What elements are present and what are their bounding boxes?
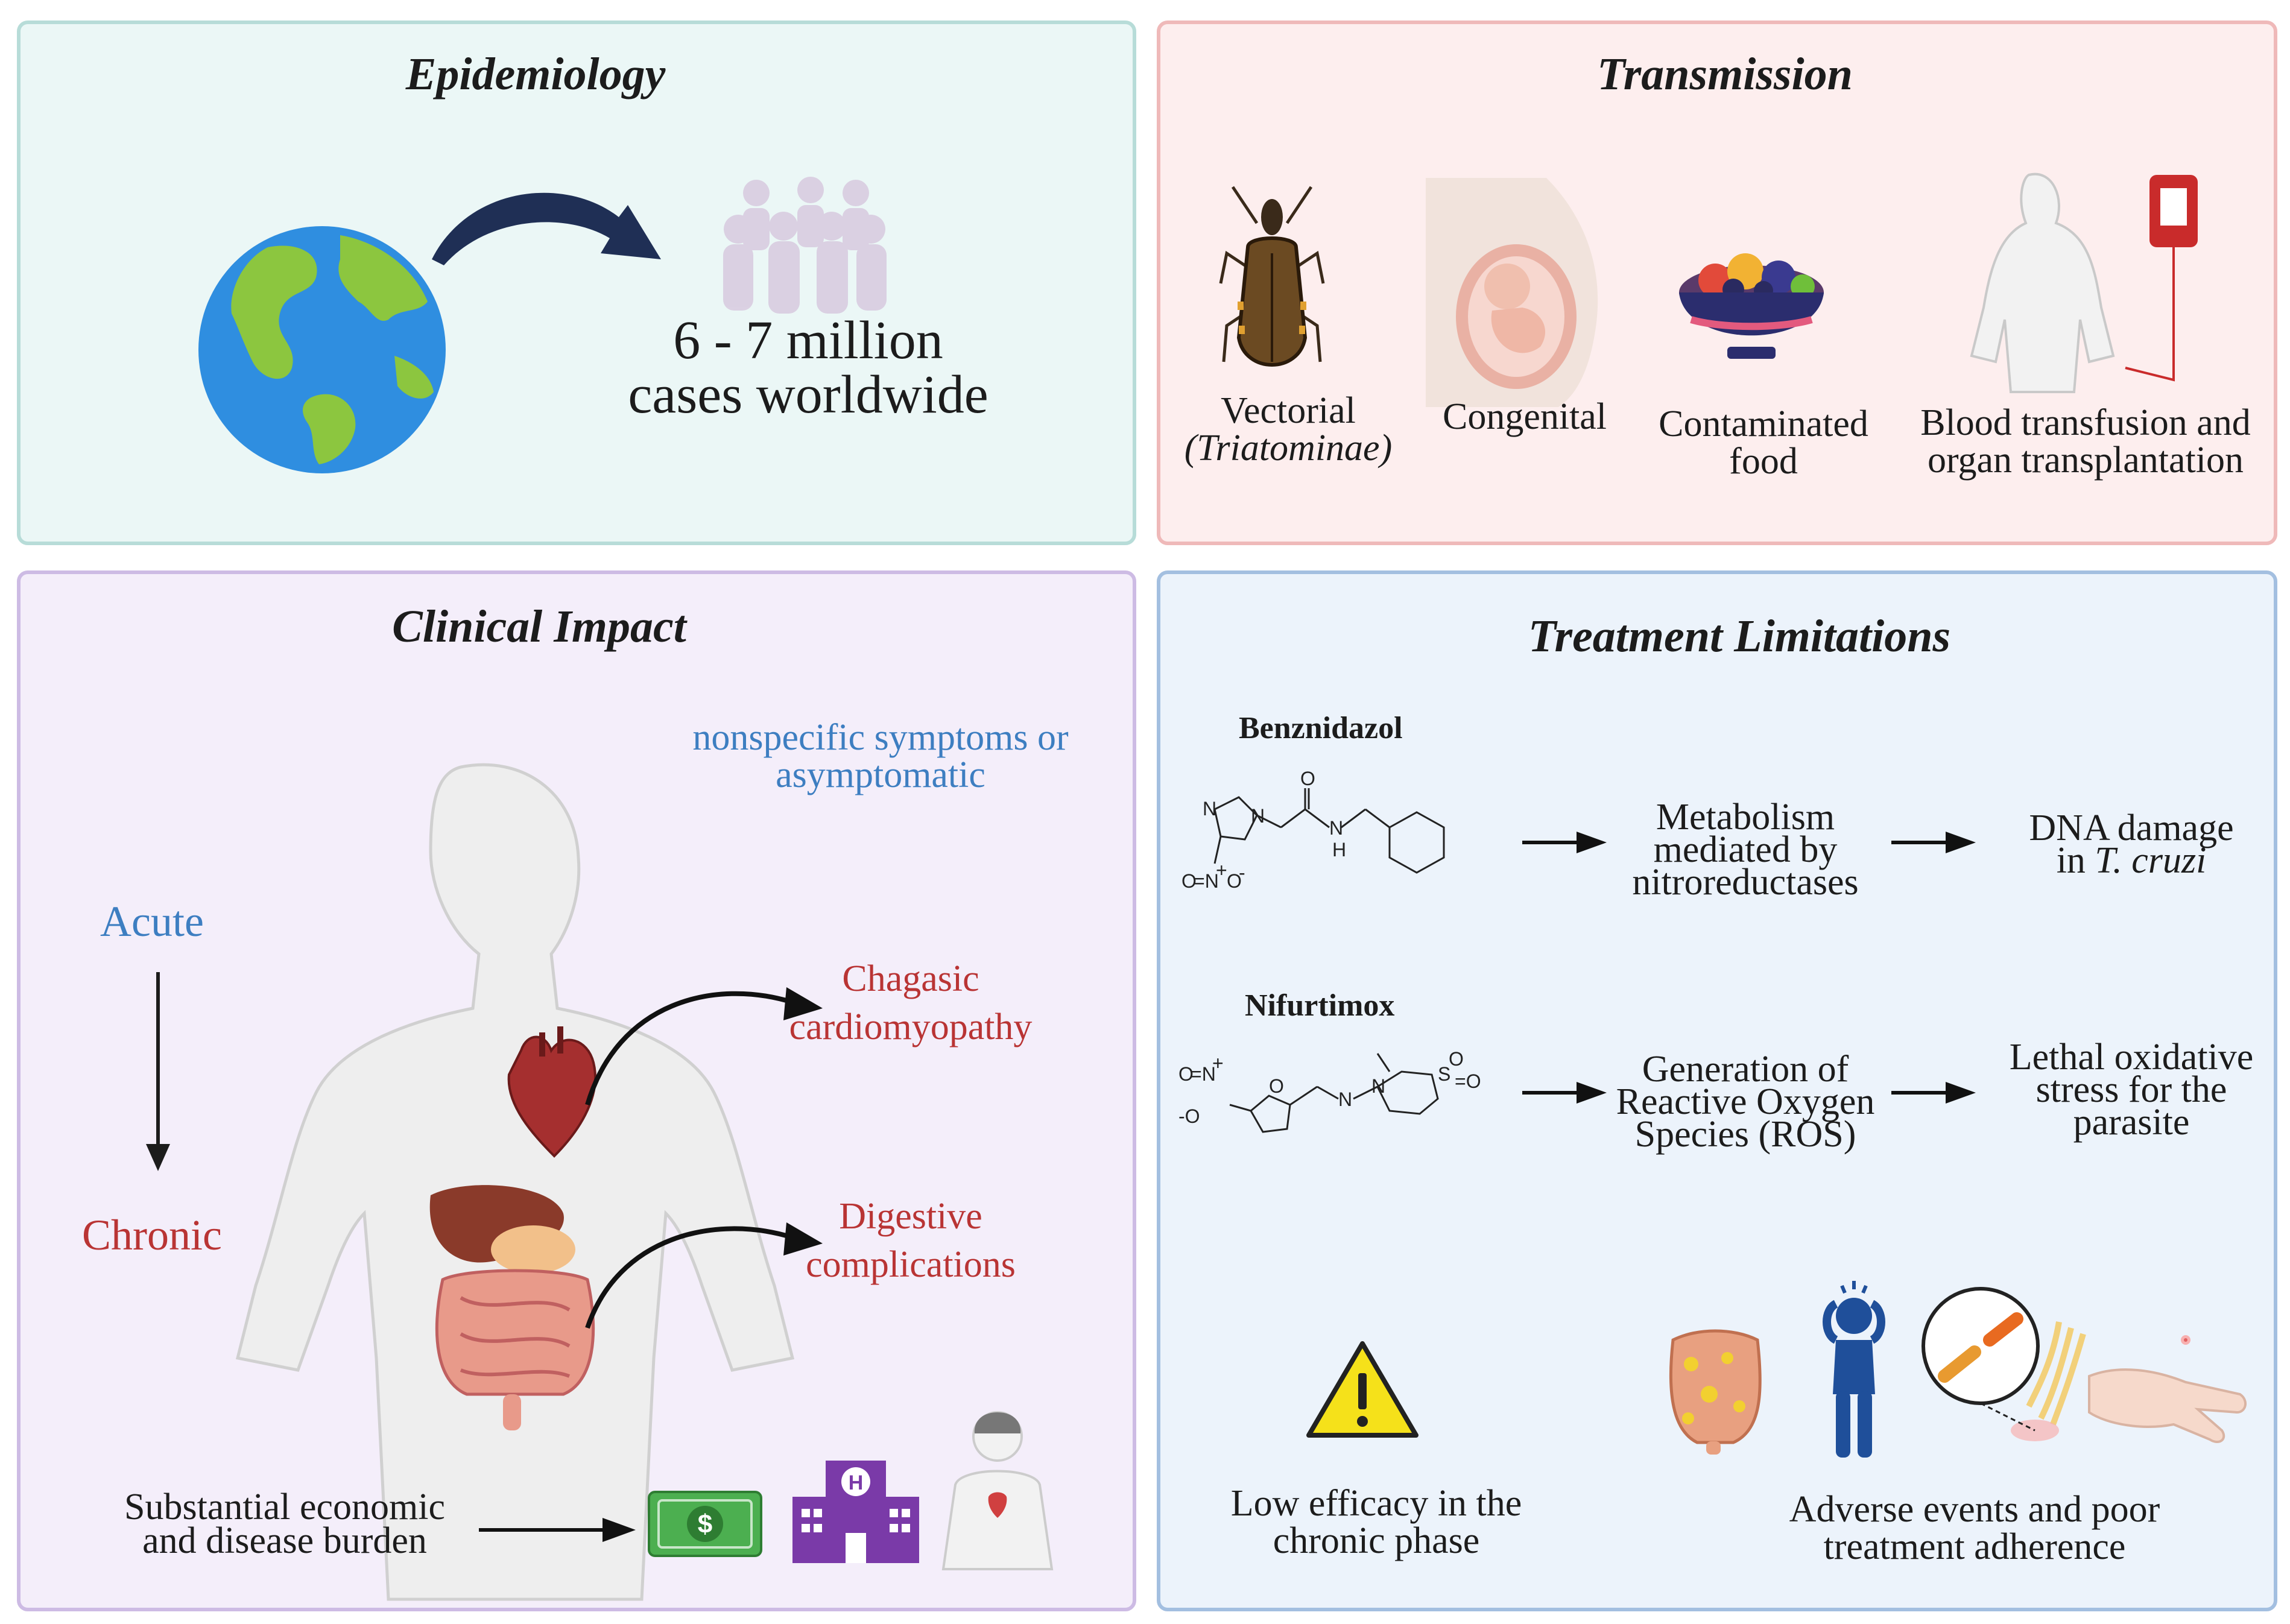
- svg-text:=O: =O: [1455, 1070, 1481, 1092]
- cardio-arrow: [585, 987, 823, 1106]
- svg-text:+: +: [1212, 1052, 1224, 1074]
- clinical-impact-title: Clinical Impact: [392, 601, 686, 652]
- burden-line2: and disease burden: [142, 1520, 427, 1561]
- outcome2-line2: complications: [806, 1244, 1016, 1285]
- hospital-icon: H: [792, 1461, 919, 1563]
- acute-note-line1: nonspecific symptoms or: [692, 717, 1069, 758]
- stat-line2: cases worldwide: [628, 365, 988, 425]
- drug1-name: Benznidazol: [1239, 711, 1403, 745]
- drug1-arrow-2: [1891, 832, 1976, 853]
- money-icon: $: [648, 1491, 762, 1557]
- drug2-arrow-2: [1891, 1082, 1976, 1104]
- triatomine-bug-icon: [1219, 186, 1325, 367]
- epidemiology-title: Epidemiology: [405, 49, 666, 100]
- nifurtimox-structure-icon: O=N+ -O ONN SO=O: [1178, 1048, 1481, 1133]
- svg-text:$: $: [698, 1509, 712, 1539]
- burden-line1: Substantial economic: [124, 1487, 446, 1528]
- route2-line1: Congenital: [1442, 396, 1607, 437]
- drug2-step1-line2: Reactive Oxygen: [1616, 1081, 1875, 1122]
- acute-note-line2: asymptomatic: [776, 754, 985, 795]
- drug2-step2-line1: Lethal oxidative: [2009, 1037, 2254, 1078]
- distressed-person-icon: [1823, 1281, 1885, 1458]
- digestive-arrow: [585, 1222, 823, 1329]
- drug1-step1-line2: mediated by: [1653, 829, 1838, 870]
- route3-line1: Contaminated: [1659, 403, 1868, 444]
- svg-text:O: O: [1227, 870, 1242, 892]
- pregnancy-fetus-icon: [1426, 178, 1598, 407]
- route1-line2: (Triatominae): [1184, 428, 1393, 469]
- blood-bag-icon: [1970, 172, 2198, 393]
- outcome2-line1: Digestive: [839, 1196, 982, 1237]
- svg-text:N: N: [1251, 805, 1265, 827]
- drug2-arrow-1: [1522, 1082, 1607, 1104]
- digestive-organs-icon: [429, 1185, 595, 1430]
- drug2-name: Nifurtimox: [1245, 988, 1395, 1023]
- hand-skin-icon: [2088, 1335, 2247, 1443]
- nerve-damage-icon: [1922, 1287, 2086, 1441]
- human-body-icon: [235, 763, 795, 1601]
- drug2-step1-line1: Generation of: [1642, 1049, 1849, 1090]
- outcome1-line2: cardiomyopathy: [789, 1006, 1033, 1047]
- fruit-bowl-icon: [1679, 253, 1824, 359]
- svg-text:-: -: [1239, 862, 1245, 883]
- epidemiology-panel: Epidemiology 6 - 7 million cases worldwi…: [17, 21, 1136, 545]
- drug1-arrow-1: [1522, 832, 1607, 853]
- chronic-label: Chronic: [82, 1211, 222, 1259]
- route4-line2: organ transplantation: [1927, 440, 2244, 481]
- drug1-step1-line3: nitroreductases: [1632, 862, 1859, 903]
- svg-text:O: O: [1449, 1048, 1464, 1070]
- treatment-title: Treatment Limitations: [1528, 611, 1951, 662]
- svg-text:+: +: [1216, 859, 1227, 881]
- svg-text:-O: -O: [1178, 1105, 1200, 1127]
- svg-text:H: H: [849, 1471, 864, 1494]
- drug1-step1-line1: Metabolism: [1656, 797, 1835, 838]
- svg-text:N: N: [1338, 1088, 1352, 1110]
- limitation2-line2: treatment adherence: [1823, 1526, 2126, 1567]
- svg-text:N: N: [1203, 798, 1216, 820]
- clinical-impact-panel: Clinical Impact Acute Chronic nonspecifi…: [17, 570, 1136, 1611]
- drug1-step2-line2: in T. cruzi: [2056, 840, 2207, 881]
- acute-label: Acute: [100, 897, 204, 946]
- stat-line1: 6 - 7 million: [673, 311, 943, 370]
- transmission-panel: Transmission Vectorial (Triatominae): [1157, 21, 2277, 545]
- drug2-step2-line3: parasite: [2073, 1102, 2190, 1143]
- drug2-step2-line2: stress for the: [2035, 1069, 2227, 1110]
- acute-to-chronic-arrow: [146, 972, 170, 1171]
- limitation2-line1: Adverse events and poor: [1789, 1489, 2160, 1530]
- arrow-icon: [432, 192, 661, 265]
- route1-line1: Vectorial: [1221, 390, 1356, 431]
- route4-line1: Blood transfusion and: [1920, 402, 2251, 443]
- warning-icon: [1306, 1341, 1419, 1438]
- limitation1-line2: chronic phase: [1273, 1520, 1480, 1561]
- drug2-step1-line3: Species (ROS): [1634, 1114, 1856, 1155]
- burden-arrow: [479, 1518, 636, 1542]
- limitation1-line1: Low efficacy in the: [1230, 1483, 1522, 1524]
- outcome1-line1: Chagasic: [842, 958, 979, 999]
- intestine-icon: [1669, 1329, 1762, 1455]
- svg-text:O: O: [1269, 1075, 1284, 1097]
- svg-text:H: H: [1332, 839, 1346, 861]
- transmission-title: Transmission: [1597, 49, 1853, 100]
- svg-text:=N: =N: [1191, 1063, 1216, 1085]
- chest-pain-patient-icon: [941, 1411, 1054, 1570]
- svg-text:=N: =N: [1194, 870, 1219, 892]
- svg-text:O: O: [1300, 768, 1315, 789]
- svg-text:S: S: [1438, 1063, 1450, 1085]
- svg-text:O: O: [1178, 1063, 1194, 1085]
- route3-line2: food: [1729, 441, 1798, 482]
- drug1-step2-line1: DNA damage: [2029, 807, 2234, 848]
- svg-text:N: N: [1371, 1075, 1385, 1097]
- svg-text:N: N: [1329, 817, 1343, 839]
- svg-text:O: O: [1181, 870, 1197, 892]
- globe-icon: [198, 226, 446, 473]
- people-group-icon: [723, 177, 887, 314]
